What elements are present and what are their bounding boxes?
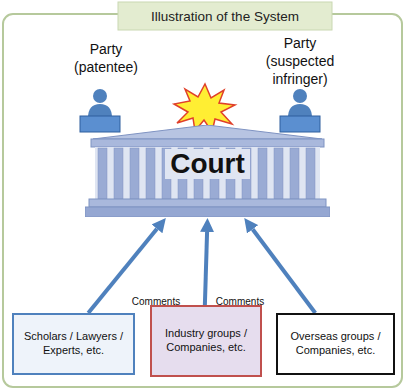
commenter-box: Industry groups / Companies, etc. — [150, 305, 262, 377]
court-column — [146, 148, 155, 199]
court-entablature — [91, 139, 324, 147]
title-tab — [118, 2, 332, 30]
court-column — [258, 148, 267, 199]
box-text: Overseas groups / Companies, etc. — [285, 330, 386, 358]
desk — [80, 116, 120, 132]
title-holder: Illustration of the System — [118, 2, 332, 30]
court-step — [89, 199, 326, 207]
court-building: Court — [85, 125, 330, 217]
desk — [280, 116, 320, 132]
court-step — [85, 207, 330, 217]
party-label-holder: Party (suspected infringer) — [252, 34, 348, 88]
box-text: Scholars / Lawyers / Experts, etc. — [21, 330, 126, 358]
court-wall — [95, 147, 320, 199]
person-head — [293, 89, 307, 103]
person-icon — [280, 89, 320, 132]
court-column — [114, 148, 123, 199]
court-label: Court — [165, 149, 250, 180]
diagram-title: Illustration of the System — [151, 9, 299, 24]
court-column — [98, 148, 107, 199]
court-column — [290, 148, 299, 199]
commenter-box: Scholars / Lawyers / Experts, etc. — [12, 313, 135, 375]
box-text: Industry groups / Companies, etc. — [159, 327, 253, 355]
party-label: Party (suspected infringer) — [266, 35, 334, 87]
person-head — [93, 89, 107, 103]
court-column — [274, 148, 283, 199]
person-icon — [80, 89, 120, 132]
court-column — [306, 148, 315, 199]
conflict-starburst — [174, 84, 235, 132]
comment-arrow — [205, 232, 207, 305]
party-label: Party (patentee) — [74, 41, 138, 75]
commenter-box: Overseas groups / Companies, etc. — [276, 313, 395, 375]
court-column — [130, 148, 139, 199]
party-label-holder: Party (patentee) — [58, 40, 154, 76]
court-roof — [93, 125, 322, 139]
outer-frame — [3, 14, 402, 387]
